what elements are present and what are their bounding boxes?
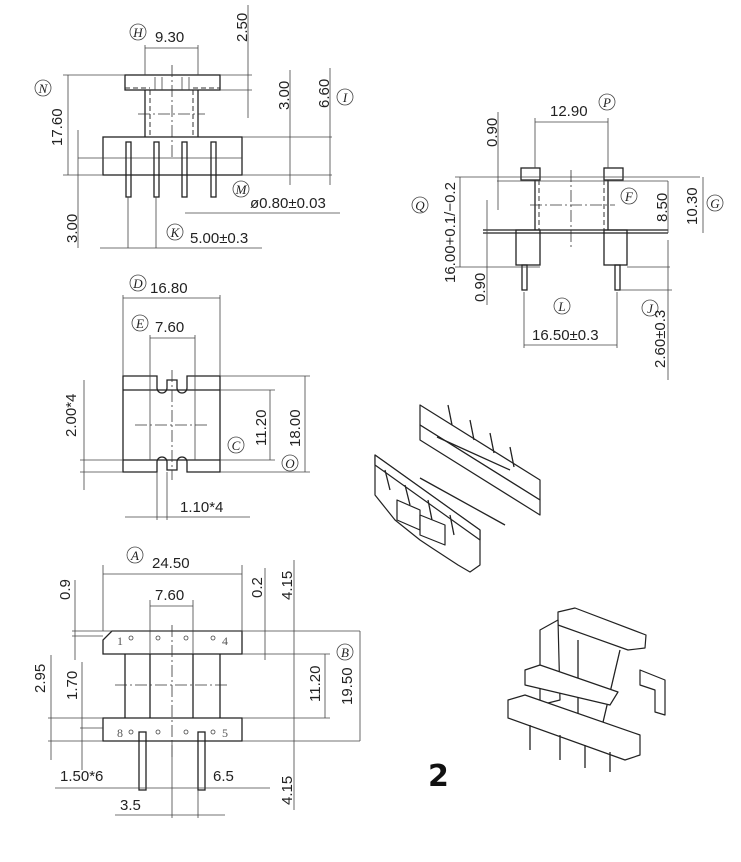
pins xyxy=(125,141,217,198)
label-G: G xyxy=(710,196,720,211)
dim-4-15-a: 4.15 xyxy=(279,571,296,600)
dim-17-60: 17.60 xyxy=(49,108,66,146)
dim-2-50: 2.50 xyxy=(234,13,251,42)
dim-9-30: 9.30 xyxy=(155,29,184,46)
dim-6-5: 6.5 xyxy=(213,768,234,785)
label-H: H xyxy=(132,25,143,40)
dim-2-00x4: 2.00*4 xyxy=(63,394,80,437)
dim-4-15-b: 4.15 xyxy=(279,776,296,805)
dim-3-00-a: 3.00 xyxy=(276,81,293,110)
dim-11-20-b: 11.20 xyxy=(307,666,324,702)
dim-pin-diameter: ø0.80±0.03 xyxy=(250,195,326,212)
side-view: H 9.30 2.50 N 17.60 3.00 6.60 I M ø0.80±… xyxy=(34,5,354,249)
bottom-flange xyxy=(102,136,243,176)
isometric-view-1 xyxy=(374,404,541,573)
isometric-view-2 xyxy=(507,607,666,772)
label-N: N xyxy=(38,81,49,96)
label-B: B xyxy=(341,645,349,660)
label-Q: Q xyxy=(415,198,425,213)
label-O: O xyxy=(285,456,295,471)
dim-7-60-b: 7.60 xyxy=(155,587,184,604)
dim-1-10x4: 1.10*4 xyxy=(180,499,223,516)
pin-label-5: 5 xyxy=(222,726,228,740)
dim-0-2: 0.2 xyxy=(249,577,266,598)
label-I: I xyxy=(342,90,348,105)
dim-16-80: 16.80 xyxy=(150,280,188,297)
label-P: P xyxy=(602,95,611,110)
label-J: J xyxy=(647,301,654,316)
dim-10-30: 10.30 xyxy=(684,187,701,225)
dim-7-60: 7.60 xyxy=(155,319,184,336)
pin-label-4: 4 xyxy=(222,634,228,648)
dim-0-9: 0.9 xyxy=(57,579,74,600)
dim-16-50: 16.50±0.3 xyxy=(532,327,599,344)
dim-5-00: 5.00±0.3 xyxy=(190,230,248,247)
label-L: L xyxy=(557,299,565,314)
label-F: F xyxy=(624,189,634,204)
figure-number: 2 xyxy=(428,759,449,794)
dim-19-50: 19.50 xyxy=(339,667,356,705)
pin-label-1: 1 xyxy=(117,634,123,648)
dim-6-60: 6.60 xyxy=(316,79,333,108)
top-view: D 16.80 E 7.60 2.00*4 C 11.20 O 18.00 1.… xyxy=(63,274,310,520)
dim-2-60: 2.60±0.3 xyxy=(652,310,669,368)
dim-1-50x6: 1.50*6 xyxy=(60,768,103,785)
dim-3-00-b: 3.00 xyxy=(64,214,81,243)
bottom-view: 1 4 8 5 A 24.50 7.60 0.9 0.2 4.15 11.20 … xyxy=(32,546,361,818)
front-view: 12.90 P 0.90 Q 16.00+0.1/−0.2 F 8.50 10.… xyxy=(411,93,724,380)
label-D: D xyxy=(132,276,143,291)
label-K: K xyxy=(170,225,181,240)
dim-2-95: 2.95 xyxy=(32,664,49,693)
dim-11-20: 11.20 xyxy=(253,410,270,446)
dim-18-00: 18.00 xyxy=(287,409,304,447)
label-M: M xyxy=(235,182,248,197)
label-E: E xyxy=(135,316,144,331)
dim-24-50: 24.50 xyxy=(152,555,190,572)
dim-12-90: 12.90 xyxy=(550,103,588,120)
dim-16-00: 16.00+0.1/−0.2 xyxy=(442,182,459,283)
label-A: A xyxy=(130,548,139,563)
top-flange xyxy=(124,74,221,91)
dim-3-5: 3.5 xyxy=(120,797,141,814)
dim-0-90-b: 0.90 xyxy=(472,273,489,302)
dim-1-70: 1.70 xyxy=(64,671,81,700)
pin-label-8: 8 xyxy=(117,726,123,740)
label-C: C xyxy=(232,438,241,453)
dim-8-50: 8.50 xyxy=(654,193,671,222)
dim-0-90-a: 0.90 xyxy=(484,118,501,147)
